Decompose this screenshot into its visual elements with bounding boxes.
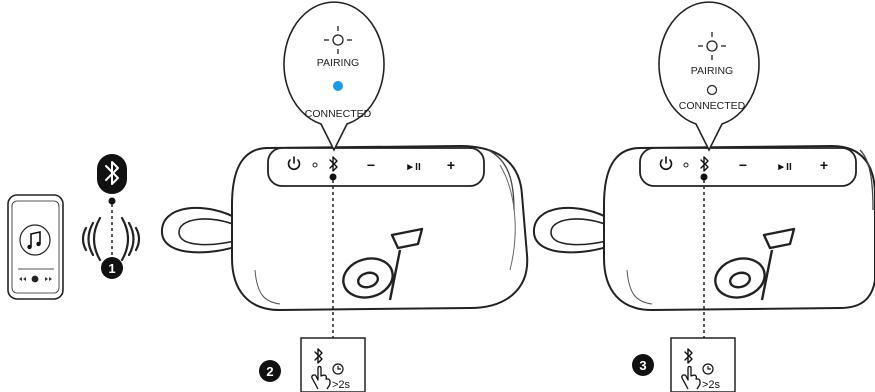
step3-press-box: >2s (670, 337, 736, 392)
step2-number: 2 (266, 364, 273, 379)
lanyard-loop (160, 207, 241, 254)
status-led (683, 162, 689, 168)
step3-group: − ►II + PAIRING CONNECTED (532, 1, 875, 392)
step1-group: 1 (7, 154, 141, 300)
clock-icon (332, 363, 344, 375)
step2-group: − ►II + PAIRING CONNECTED (160, 1, 529, 392)
step3-badge: 3 (632, 354, 654, 376)
step1-number: 1 (108, 261, 115, 276)
brand-logo-icon (714, 227, 796, 301)
hold-duration-label: >2s (332, 379, 351, 391)
volume-up-button: + (820, 157, 828, 173)
status-led (312, 162, 318, 168)
smartphone-icon (7, 194, 64, 300)
signal-waves-icon (81, 216, 141, 262)
volume-down-button: − (367, 157, 375, 173)
step2-badge: 2 (259, 360, 281, 382)
music-note-icon (27, 231, 41, 250)
speaker-body (231, 144, 529, 312)
step2-press-box: >2s (300, 337, 366, 392)
hold-duration-label: >2s (702, 379, 721, 391)
clock-icon (702, 363, 714, 375)
volume-down-button: − (739, 157, 747, 173)
play-pause-button: ►II (776, 162, 792, 173)
step1-badge: 1 (101, 257, 123, 279)
hand-press-icon (681, 365, 701, 390)
step3-number: 3 (639, 358, 646, 373)
connected-label: CONNECTED (679, 100, 746, 112)
brand-logo-icon (342, 227, 424, 301)
step3-indicator-callout: PAIRING CONNECTED (658, 1, 760, 152)
power-icon (659, 156, 673, 171)
pairing-label: PAIRING (317, 57, 359, 69)
connected-indicator-light (706, 84, 718, 96)
speaker-body (603, 144, 875, 312)
step2-indicator-callout: PAIRING CONNECTED (283, 1, 385, 152)
connected-indicator-light (333, 81, 343, 91)
hand-press-icon (311, 365, 331, 390)
bluetooth-icon (97, 154, 127, 194)
pairing-label: PAIRING (691, 65, 733, 77)
lanyard-loop (532, 207, 613, 254)
light-ring-icon (324, 26, 352, 54)
light-ring-icon (698, 32, 726, 60)
power-icon (287, 156, 301, 171)
volume-up-button: + (447, 157, 455, 173)
connected-label: CONNECTED (305, 108, 372, 120)
play-pause-button: ►II (405, 162, 421, 173)
